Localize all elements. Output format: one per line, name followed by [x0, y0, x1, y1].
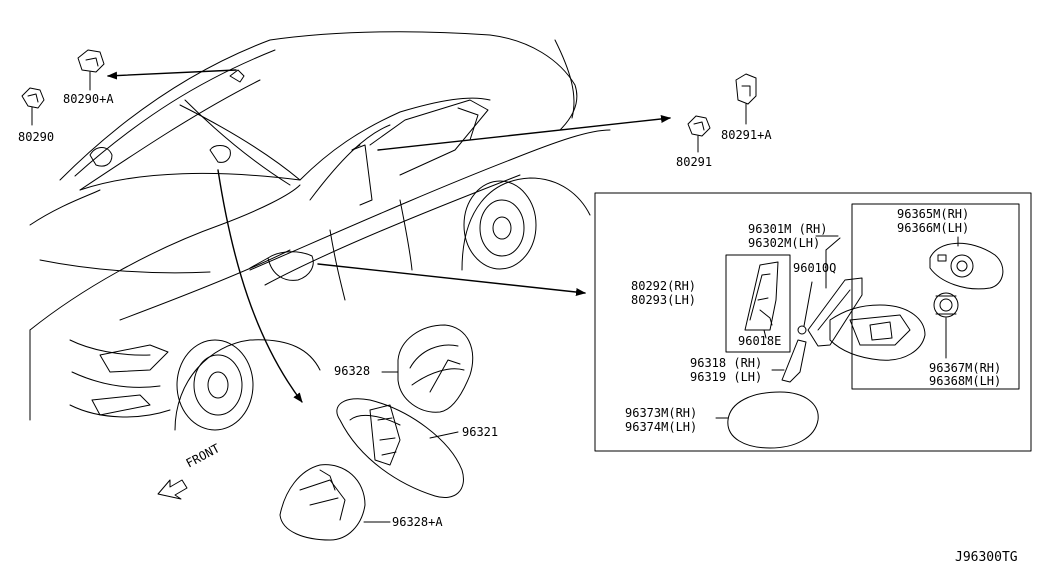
mirror-cover-96328a — [279, 464, 391, 541]
label-96367m-rh: 96367M(RH) — [929, 361, 1002, 375]
mirror-body-96301m — [797, 237, 926, 361]
label-96366m-lh: 96366M(LH) — [897, 221, 970, 235]
label-80291a: 80291+A — [721, 128, 772, 142]
label-80291: 80291 — [676, 155, 713, 169]
clip-80290 — [21, 87, 45, 126]
detail-box — [594, 192, 1032, 452]
clip-80290a — [77, 49, 105, 91]
clip-80291 — [687, 115, 711, 153]
label-96301m-rh: 96301M (RH) — [748, 222, 828, 236]
mirror-actuator-96367m — [933, 292, 959, 359]
label-96010q: 96010Q — [793, 261, 837, 275]
label-80290: 80290 — [18, 130, 55, 144]
label-96368m-lh: 96368M(LH) — [929, 374, 1002, 388]
mirror-cap-96373m — [715, 391, 819, 449]
front-direction-arrow — [157, 479, 188, 500]
callout-arrows — [107, 69, 671, 403]
mirror-base-80292 — [744, 261, 779, 339]
label-96302m-lh: 96302M(LH) — [748, 236, 821, 250]
label-96318-rh: 96318 (RH) — [690, 356, 763, 370]
car-illustration — [29, 31, 611, 431]
label-96321: 96321 — [462, 425, 499, 439]
label-80290a: 80290+A — [63, 92, 114, 106]
diagram-code: J96300TG — [955, 550, 1018, 565]
finisher-96318 — [771, 339, 807, 383]
label-96328a: 96328+A — [392, 515, 443, 529]
label-96365m-rh: 96365M(RH) — [897, 207, 970, 221]
label-80293-lh: 80293(LH) — [631, 293, 697, 307]
label-96319-lh: 96319 (LH) — [690, 370, 763, 384]
mirror-assembly-96321 — [336, 398, 464, 498]
label-96374m-lh: 96374M(LH) — [625, 420, 698, 434]
mirror-cover-96328 — [381, 324, 474, 413]
clip-80291a — [735, 73, 757, 125]
label-96328: 96328 — [334, 364, 371, 378]
label-96018e: 96018E — [738, 334, 782, 348]
label-80292-rh: 80292(RH) — [631, 279, 697, 293]
label-96373m-rh: 96373M(RH) — [625, 406, 698, 420]
mirror-glass-96365m — [929, 236, 1004, 290]
